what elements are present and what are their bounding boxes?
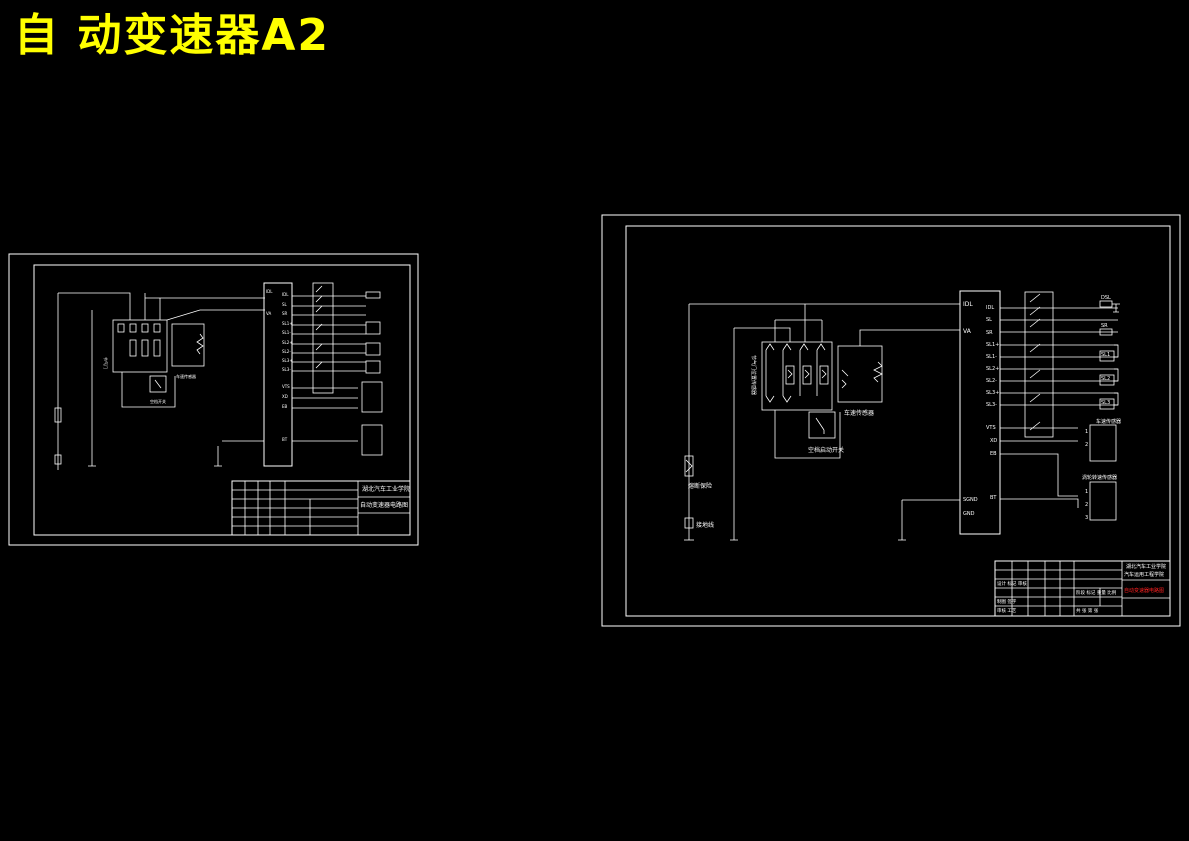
large-vts-label: 车速传感器 xyxy=(1096,418,1121,425)
svg-text:SL1-: SL1- xyxy=(282,330,291,335)
svg-text:审核 工艺: 审核 工艺 xyxy=(997,607,1017,614)
large-sensor-block xyxy=(761,341,833,411)
large-vts-box xyxy=(1089,424,1117,462)
svg-text:SL2-: SL2- xyxy=(986,378,997,384)
small-gear-switch xyxy=(149,375,167,393)
svg-text:XD: XD xyxy=(990,438,997,444)
svg-text:SL3+: SL3+ xyxy=(282,358,293,363)
small-speed-sensor-box xyxy=(171,323,205,367)
svg-text:SL1-: SL1- xyxy=(986,354,997,360)
svg-text:IDL: IDL xyxy=(282,292,289,297)
large-solenoid-group: DSL SR SL1 SL2 SL3 xyxy=(1099,295,1120,410)
svg-text:VTS: VTS xyxy=(986,425,996,431)
large-ecu-box[interactable] xyxy=(959,290,1001,535)
large-sheet-inner-border xyxy=(625,225,1171,617)
large-title-drawing: 自动变速器电路图 xyxy=(1124,587,1164,594)
large-relay-block xyxy=(1024,291,1054,438)
large-turbine-box xyxy=(1089,481,1117,521)
large-title-dept: 汽车运用工程学院 xyxy=(1124,571,1164,578)
svg-text:阶段 标记 重量 比例: 阶段 标记 重量 比例 xyxy=(1076,589,1117,596)
large-sheet-outer-border xyxy=(601,214,1181,627)
svg-text:车速传感器: 车速传感器 xyxy=(176,373,196,379)
svg-text:1: 1 xyxy=(1085,429,1088,435)
svg-text:节气门: 节气门 xyxy=(103,357,109,369)
large-ground-label: 接地线 xyxy=(696,521,714,529)
svg-text:SL3-: SL3- xyxy=(986,402,997,408)
large-title-school: 湖北汽车工业学院 xyxy=(1126,563,1166,570)
small-drawing-sheet[interactable]: 节气门 空档开关 车速传感器 IDL VA IDL SL SR SL1+ SL1… xyxy=(8,253,419,546)
svg-text:EB: EB xyxy=(990,451,997,457)
small-sensor-block xyxy=(112,319,168,373)
svg-text:EB: EB xyxy=(282,404,288,409)
large-fuse-label: 熔断保险 xyxy=(688,482,712,490)
large-speed-sensor-box xyxy=(837,345,883,403)
svg-text:设计 标记 审核: 设计 标记 审核 xyxy=(997,580,1027,587)
svg-text:SL3-: SL3- xyxy=(282,367,291,372)
svg-text:VA: VA xyxy=(963,328,972,335)
svg-text:SR: SR xyxy=(282,311,288,316)
large-drawing-sheet[interactable]: 熔断保险 接地线 节气门位置传感器 车速传感器 空档启动开关 IDL VA xyxy=(601,214,1181,627)
svg-text:制图 签字: 制图 签字 xyxy=(997,598,1017,605)
svg-text:SL: SL xyxy=(986,317,992,323)
svg-text:DSL: DSL xyxy=(1101,295,1111,301)
svg-text:SL2-: SL2- xyxy=(282,349,291,354)
svg-text:VTS: VTS xyxy=(282,384,290,389)
svg-text:SL1: SL1 xyxy=(1101,352,1110,358)
svg-text:1: 1 xyxy=(1085,489,1088,495)
svg-text:SL1+: SL1+ xyxy=(986,342,999,348)
svg-text:BT: BT xyxy=(282,437,288,442)
large-title-block[interactable] xyxy=(994,560,1171,617)
svg-text:XD: XD xyxy=(282,394,288,399)
large-throttle-label: 节气门位置传感器 xyxy=(750,355,757,395)
svg-text:IDL: IDL xyxy=(266,289,273,294)
svg-text:空档开关: 空档开关 xyxy=(150,398,166,404)
svg-text:SGND: SGND xyxy=(963,497,978,503)
large-speed-sensor-label: 车速传感器 xyxy=(844,409,874,417)
small-title-school: 湖北汽车工业学院 xyxy=(362,485,410,493)
svg-text:GND: GND xyxy=(963,511,975,517)
svg-text:VA: VA xyxy=(266,311,271,316)
svg-text:IDL: IDL xyxy=(963,301,973,308)
small-fuse-icon xyxy=(54,407,62,423)
svg-text:SL3+: SL3+ xyxy=(986,390,999,396)
svg-text:SL3: SL3 xyxy=(1101,400,1110,406)
svg-text:3: 3 xyxy=(1085,515,1088,521)
svg-text:SL: SL xyxy=(282,302,288,307)
page-title: 自 动变速器A2 xyxy=(14,10,330,61)
small-sheet-outer-border xyxy=(8,253,419,546)
svg-text:2: 2 xyxy=(1085,502,1088,508)
small-vts-box xyxy=(361,381,383,413)
large-fuse-icon xyxy=(684,455,694,477)
small-title-drawing: 自动变速器电路图 xyxy=(360,501,408,509)
svg-text:2: 2 xyxy=(1085,442,1088,448)
large-ground-icon xyxy=(684,517,694,529)
small-sheet-inner-border xyxy=(33,264,411,536)
large-gear-switch-label: 空档启动开关 xyxy=(808,446,844,454)
svg-text:BT: BT xyxy=(990,495,997,501)
svg-text:SR: SR xyxy=(986,330,993,336)
svg-text:SL1+: SL1+ xyxy=(282,321,293,326)
svg-text:SL2: SL2 xyxy=(1101,376,1110,382)
svg-text:共 张 第 张: 共 张 第 张 xyxy=(1076,607,1099,614)
small-relay-block xyxy=(312,282,334,394)
svg-text:SL2+: SL2+ xyxy=(282,340,293,345)
svg-text:IDL: IDL xyxy=(986,305,994,311)
small-ecu-box xyxy=(263,282,293,467)
large-turbine-label: 涡轮转速传感器 xyxy=(1082,474,1117,481)
svg-text:SL2+: SL2+ xyxy=(986,366,999,372)
svg-text:SR: SR xyxy=(1101,323,1108,329)
large-gear-switch xyxy=(808,411,836,439)
small-turbine-box xyxy=(361,424,383,456)
